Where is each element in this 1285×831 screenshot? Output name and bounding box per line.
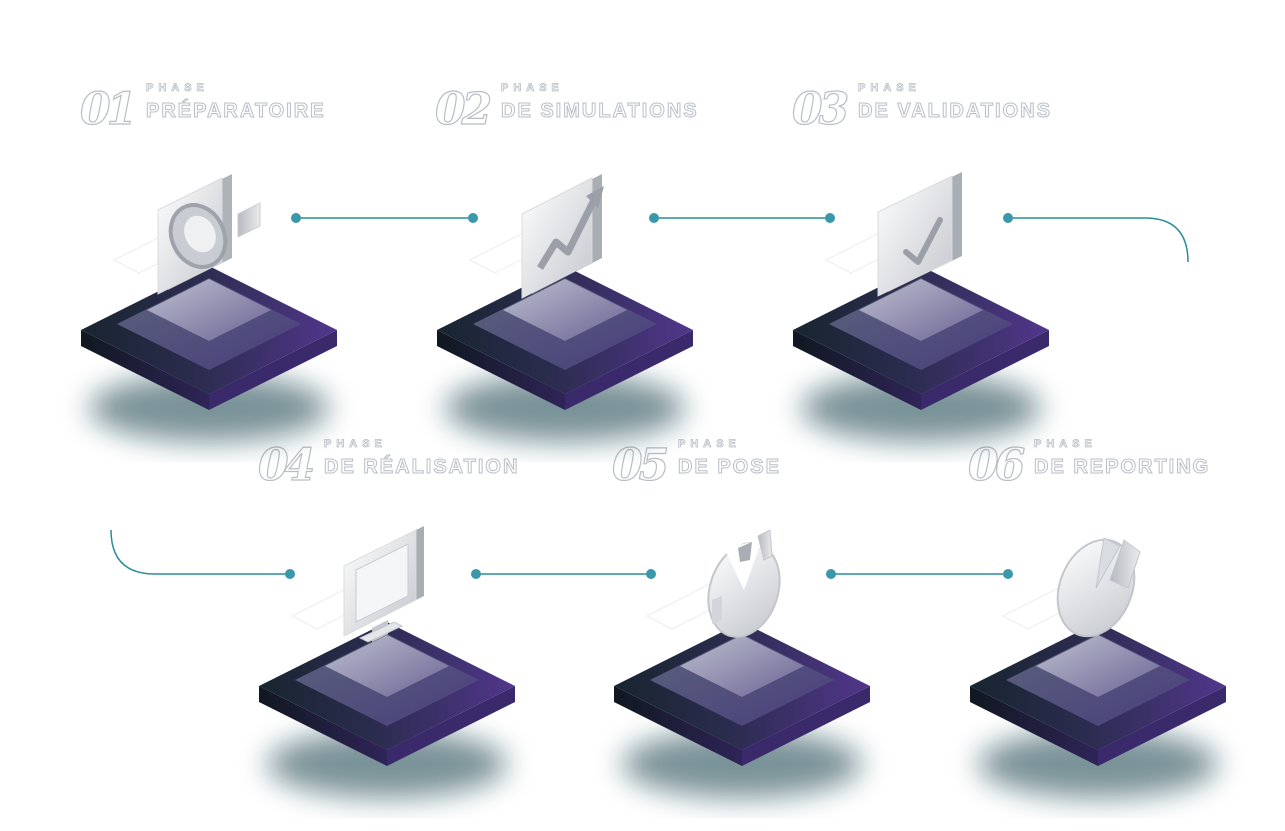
phase-name: PRÉPARATOIRE — [146, 100, 326, 123]
connector-3-out — [1003, 213, 1189, 263]
connector-in-4 — [110, 529, 295, 579]
phase-word: PHASE — [678, 438, 741, 451]
phase-heading-3: 03 PHASE DE VALIDATIONS — [791, 82, 1152, 152]
phase-word: PHASE — [501, 82, 564, 95]
connector-5-6 — [826, 569, 1013, 579]
connector-4-5 — [471, 569, 656, 579]
pie-piece-icon — [707, 529, 781, 638]
phase-word: PHASE — [1034, 438, 1097, 451]
phase-number: 01 — [79, 83, 137, 135]
phase-heading-2: 02 PHASE DE SIMULATIONS — [434, 82, 795, 152]
phase-number: 05 — [611, 439, 669, 491]
monitor-icon — [343, 526, 424, 643]
phase-number: 02 — [434, 83, 492, 135]
platform-3 — [793, 226, 1049, 442]
platform-4 — [259, 582, 515, 798]
checkmark-icon — [877, 172, 962, 297]
phase-word: PHASE — [858, 82, 921, 95]
platform-6 — [970, 582, 1226, 798]
platform-2 — [437, 226, 693, 442]
camera-icon — [157, 174, 261, 295]
phase-name: DE RÉALISATION — [323, 456, 520, 479]
phase-name: DE REPORTING — [1033, 456, 1211, 479]
phase-name: DE VALIDATIONS — [858, 100, 1052, 123]
platform-1 — [81, 226, 337, 442]
phase-heading-5: 05 PHASE DE POSE — [611, 438, 972, 508]
phase-name: DE SIMULATIONS — [501, 100, 699, 123]
phase-heading-4: 04 PHASE DE RÉALISATION — [257, 438, 618, 508]
phase-heading-1: 01 PHASE PRÉPARATOIRE — [79, 82, 440, 152]
phase-number: 06 — [967, 439, 1025, 491]
platform-5 — [614, 582, 870, 798]
connector-2-3 — [649, 213, 835, 223]
phase-name: DE POSE — [678, 456, 781, 479]
phase-number: 03 — [791, 83, 849, 135]
phase-number: 04 — [257, 439, 315, 491]
chart-icon — [521, 174, 604, 299]
phase-heading-6: 06 PHASE DE REPORTING — [967, 438, 1285, 508]
connector-1-2 — [291, 213, 478, 223]
pie-chart-icon — [1056, 537, 1141, 638]
phase-word: PHASE — [146, 82, 209, 95]
phase-word: PHASE — [324, 438, 387, 451]
